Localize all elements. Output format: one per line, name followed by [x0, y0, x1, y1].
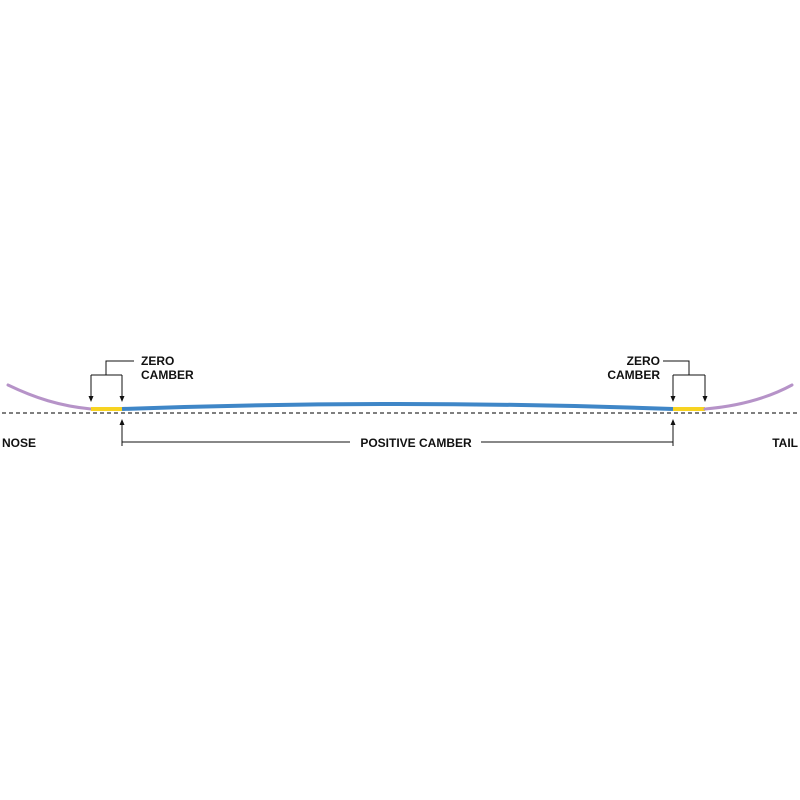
positive-camber-dimension: [121, 421, 674, 446]
right-zero-camber-label-line2: CAMBER: [607, 368, 660, 382]
right-zero-camber-arrowheads: [670, 396, 708, 402]
left-zero-camber-label-line1: ZERO: [141, 354, 174, 368]
left-zero-camber-label-line2: CAMBER: [141, 368, 194, 382]
left-zero-camber-arrowheads: [88, 396, 125, 402]
positive-camber-segment: [121, 402, 674, 411]
tail-rocker-segment: [703, 383, 794, 411]
tail-label: TAIL: [772, 436, 798, 450]
right-zero-camber-bracket: [663, 360, 706, 400]
right-zero-camber-label-line1: ZERO: [627, 354, 660, 368]
nose-rocker-segment: [6, 383, 93, 411]
positive-camber-label: POSITIVE CAMBER: [360, 436, 472, 450]
positive-camber-arrowheads: [119, 419, 676, 425]
nose-label: NOSE: [2, 436, 36, 450]
left-zero-camber-bracket: [90, 360, 134, 400]
